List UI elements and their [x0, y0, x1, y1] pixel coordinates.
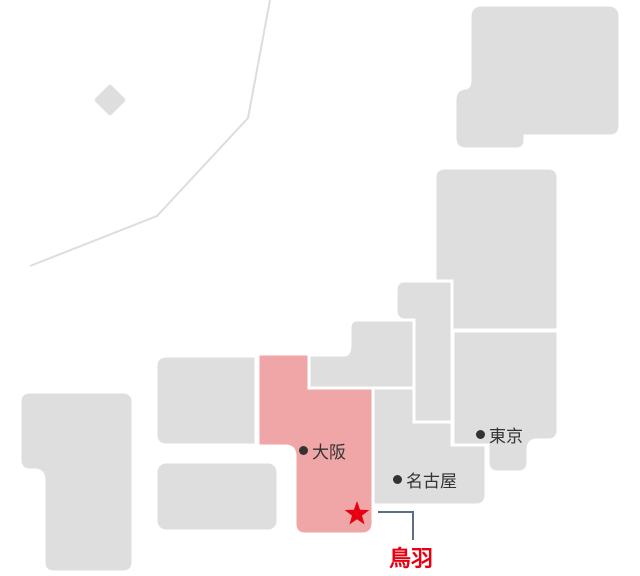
city-label-osaka: 大阪 — [299, 438, 346, 463]
region-chubu[interactable] — [371, 386, 488, 507]
dot-icon — [299, 446, 308, 455]
dot-icon — [393, 475, 402, 484]
city-label-nagoya: 名古屋 — [393, 467, 457, 492]
dot-icon — [476, 430, 485, 439]
region-shikoku[interactable] — [154, 460, 280, 533]
callout-line — [378, 511, 414, 540]
star-icon[interactable] — [344, 501, 370, 525]
region-kyushu[interactable] — [18, 390, 135, 574]
region-kinki-north[interactable] — [307, 318, 416, 390]
marker-label-toba: 鳥羽 — [389, 547, 434, 572]
city-label-tokyo: 東京 — [476, 422, 523, 447]
city-name: 大阪 — [312, 443, 346, 463]
sea-boundary-line — [29, 0, 271, 267]
region-kansai[interactable] — [256, 352, 375, 536]
city-name: 名古屋 — [406, 472, 457, 492]
city-name: 東京 — [489, 427, 523, 447]
region-chugoku[interactable] — [154, 354, 258, 447]
region-hokkaido[interactable] — [453, 3, 622, 151]
region-okinawa[interactable] — [91, 81, 129, 119]
